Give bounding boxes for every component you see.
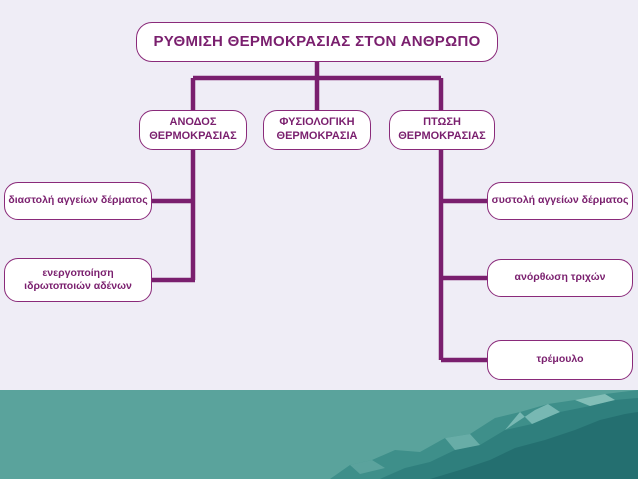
sweat-glands-line2: ιδρωτοποιών αδένων	[24, 280, 132, 292]
branch-fall-node: ΠΤΩΣΗ ΘΕΡΜΟΚΡΑΣΙΑΣ	[389, 110, 495, 150]
shivering-label: τρέμουλο	[536, 353, 584, 366]
branch-normal-node: ΦΥΣΙΟΛΟΓΙΚΗ ΘΕΡΜΟΚΡΑΣΙΑ	[263, 110, 371, 150]
branch-rise-line2: ΘΕΡΜΟΚΡΑΣΙΑΣ	[149, 130, 237, 142]
shivering-node: τρέμουλο	[487, 340, 633, 380]
decorative-wave-band	[0, 390, 638, 479]
branch-rise-node: ΑΝΟΔΟΣ ΘΕΡΜΟΚΡΑΣΙΑΣ	[139, 110, 247, 150]
sweat-glands-node: ενεργοποίηση ιδρωτοποιών αδένων	[4, 258, 152, 302]
vasodilation-label: διαστολή αγγείων δέρματος	[8, 194, 148, 207]
vasoconstriction-label: συστολή αγγείων δέρματος	[491, 194, 629, 207]
vasoconstriction-node: συστολή αγγείων δέρματος	[487, 182, 633, 220]
sweat-glands-line1: ενεργοποίηση	[42, 266, 114, 279]
root-node: ΡΥΘΜΙΣΗ ΘΕΡΜΟΚΡΑΣΙΑΣ ΣΤΟΝ ΑΝΘΡΩΠΟ	[136, 22, 498, 62]
branch-fall-line2: ΘΕΡΜΟΚΡΑΣΙΑΣ	[398, 130, 486, 142]
piloerection-node: ανόρθωση τριχών	[487, 259, 633, 297]
root-label: ΡΥΘΜΙΣΗ ΘΕΡΜΟΚΡΑΣΙΑΣ ΣΤΟΝ ΑΝΘΡΩΠΟ	[153, 32, 481, 50]
branch-fall-line1: ΠΤΩΣΗ	[423, 116, 461, 129]
branch-normal-line1: ΦΥΣΙΟΛΟΓΙΚΗ	[279, 116, 355, 129]
branch-normal-line2: ΘΕΡΜΟΚΡΑΣΙΑ	[276, 130, 358, 142]
piloerection-label: ανόρθωση τριχών	[514, 271, 606, 284]
vasodilation-node: διαστολή αγγείων δέρματος	[4, 182, 152, 220]
branch-rise-line1: ΑΝΟΔΟΣ	[169, 116, 217, 129]
